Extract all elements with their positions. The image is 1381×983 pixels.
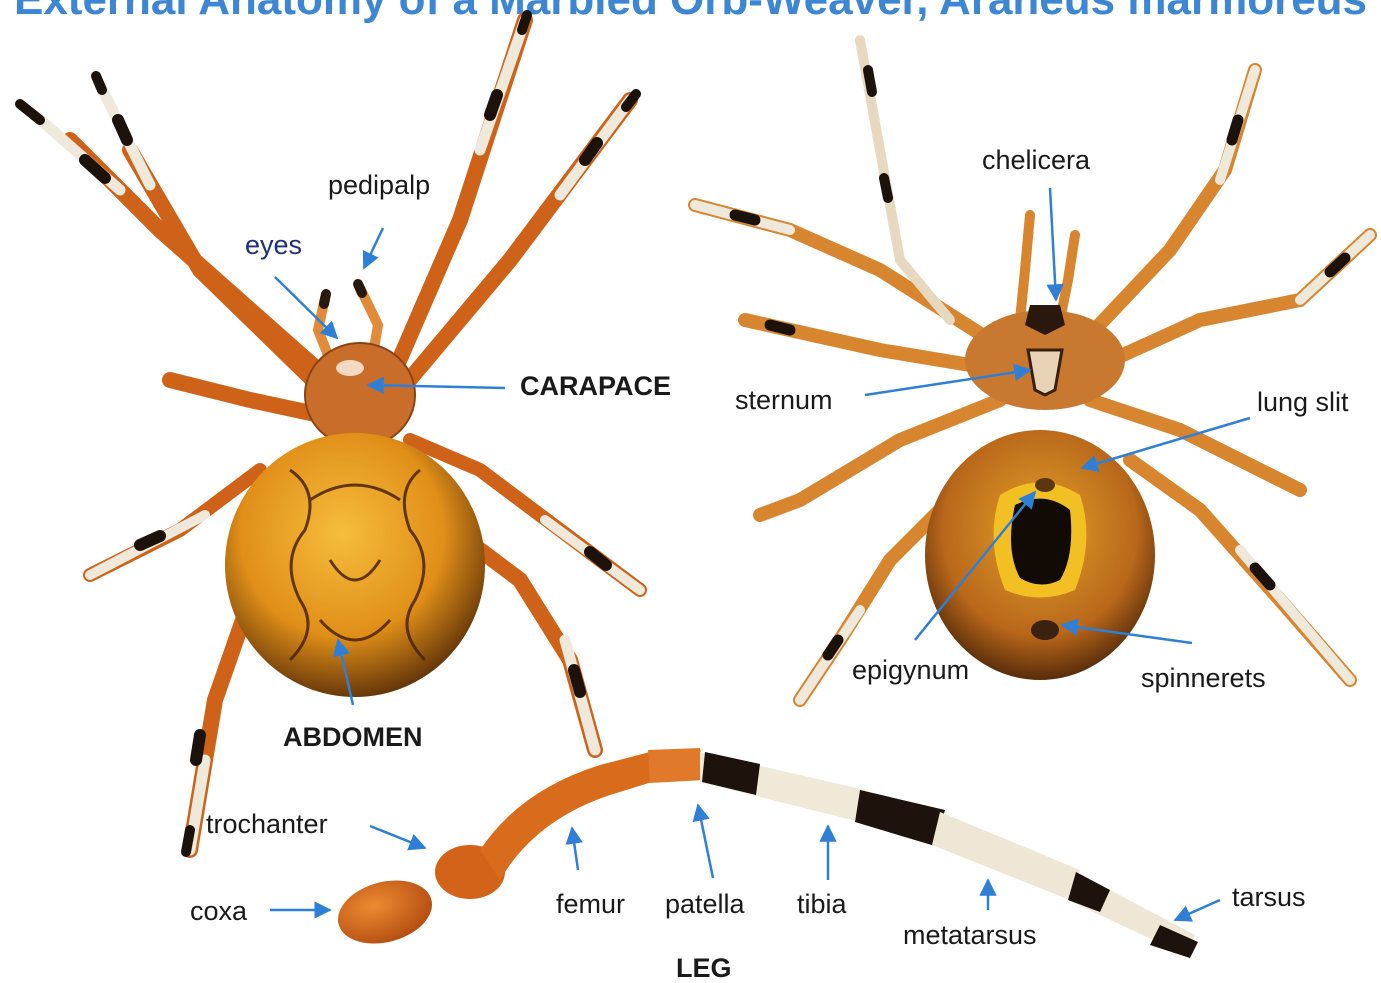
label-chelicera: chelicera bbox=[982, 147, 1090, 174]
dorsal-abdomen bbox=[225, 433, 485, 697]
label-abdomen: ABDOMEN bbox=[283, 724, 423, 751]
label-pedipalp: pedipalp bbox=[328, 172, 430, 199]
ventral-spider bbox=[695, 40, 1370, 700]
label-coxa: coxa bbox=[190, 898, 247, 925]
label-tibia: tibia bbox=[797, 891, 847, 918]
leg-patella-shape bbox=[648, 748, 705, 783]
dorsal-carapace bbox=[305, 343, 415, 447]
arrow-trochanter bbox=[370, 826, 425, 848]
ventral-spinnerets-shape bbox=[1031, 620, 1059, 640]
leg-metatarsus-shape bbox=[932, 812, 1080, 900]
label-sternum: sternum bbox=[735, 387, 833, 414]
leg-coxa-shape bbox=[331, 871, 439, 954]
arrow-pedipalp bbox=[364, 228, 383, 268]
arrow-tarsus bbox=[1175, 900, 1220, 920]
label-tarsus: tarsus bbox=[1232, 884, 1306, 911]
isolated-leg bbox=[331, 748, 1198, 958]
label-lung-slit: lung slit bbox=[1257, 389, 1349, 416]
label-leg-title: LEG bbox=[676, 955, 732, 982]
dorsal-leg-2-right bbox=[405, 94, 636, 385]
leg-femur-shape bbox=[480, 752, 652, 880]
label-spinnerets: spinnerets bbox=[1141, 665, 1266, 692]
arrow-femur bbox=[572, 828, 578, 870]
label-carapace: CARAPACE bbox=[520, 373, 671, 400]
label-trochanter: trochanter bbox=[206, 811, 328, 838]
arrow-chelicera bbox=[1050, 188, 1056, 300]
label-epigynum: epigynum bbox=[852, 657, 969, 684]
label-eyes: eyes bbox=[245, 232, 302, 259]
ventral-epigynum-shape bbox=[1035, 478, 1055, 492]
label-patella: patella bbox=[665, 891, 745, 918]
label-metatarsus: metatarsus bbox=[903, 922, 1037, 949]
arrow-patella bbox=[698, 805, 713, 878]
label-femur: femur bbox=[556, 891, 625, 918]
